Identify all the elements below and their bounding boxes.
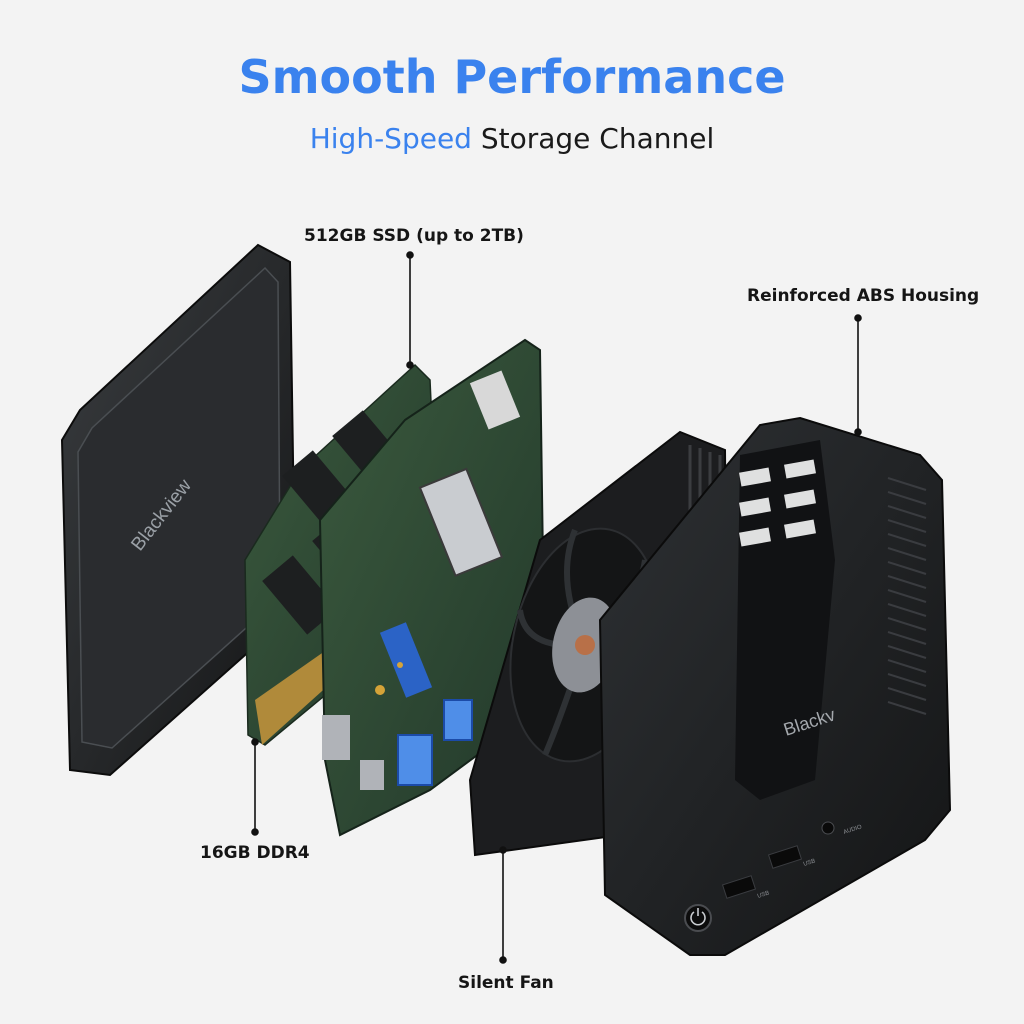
ssd-callout: 512GB SSD (up to 2TB) (304, 226, 524, 246)
usb-port-1 (721, 875, 757, 899)
usb-label-1: USB (757, 890, 771, 900)
subtitle-accent: High-Speed (309, 122, 472, 155)
page-title: Smooth Performance (238, 50, 786, 104)
callout-lines (251, 251, 862, 964)
usb-port-2 (767, 845, 803, 869)
page-subtitle: High-Speed Storage Channel (0, 122, 1024, 155)
reinforced-housing: Blackv USB USB AUDIO (598, 416, 952, 956)
audio-label: AUDIO (843, 824, 863, 836)
housing-callout: Reinforced ABS Housing (747, 286, 980, 306)
audio-jack (821, 821, 835, 835)
motherboard (318, 338, 547, 837)
ram-callout: 16GB DDR4 (200, 843, 310, 863)
subtitle-rest: Storage Channel (471, 122, 715, 155)
power-button-icon (684, 904, 712, 932)
usb-label-2: USB (803, 858, 817, 868)
fan-callout: Silent Fan (458, 973, 554, 993)
top-lid: Blackview (60, 243, 297, 777)
